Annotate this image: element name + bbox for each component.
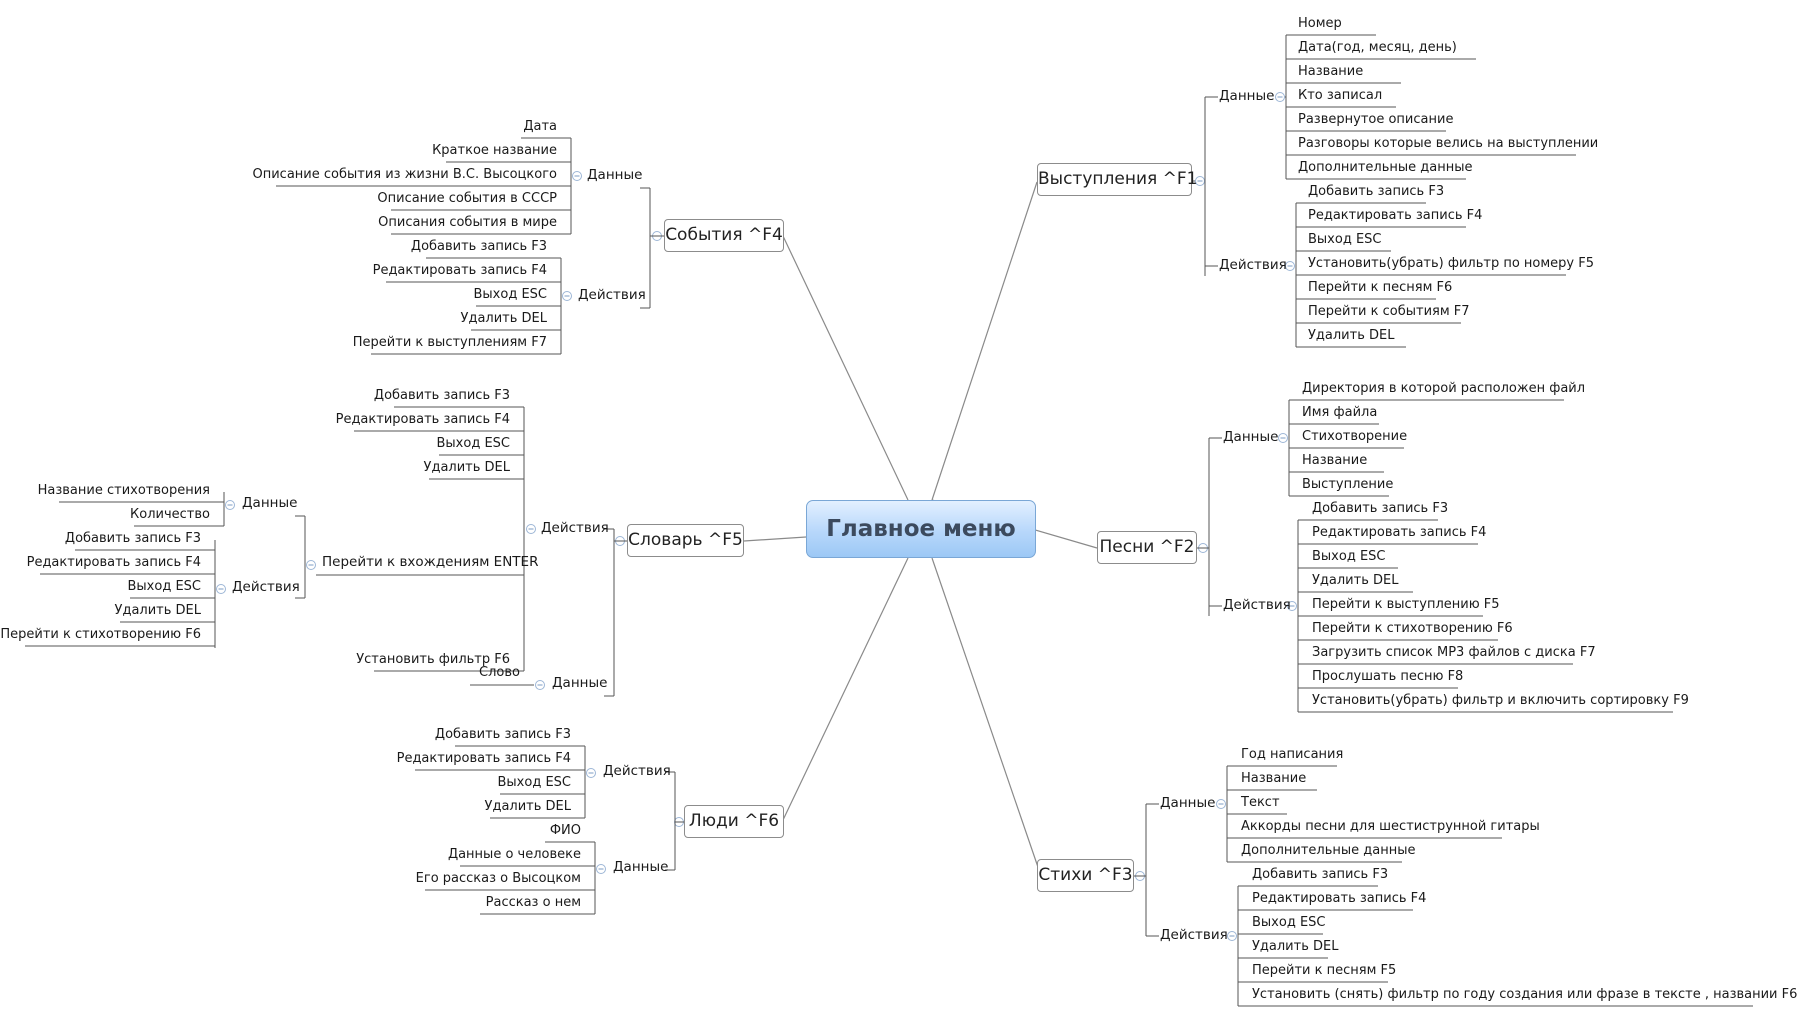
vystupleniya-dannye-item[interactable]: Развернутое описание bbox=[1298, 112, 1454, 127]
stihi-deystviya-item[interactable]: Удалить DEL bbox=[1252, 939, 1339, 954]
sobytiya-deystviya-item[interactable]: Добавить запись F3 bbox=[410, 239, 547, 254]
pesni-dannye-item[interactable]: Директория в которой расположен файл bbox=[1302, 381, 1586, 396]
lyudi-deystviya-item[interactable]: Редактировать запись F4 bbox=[396, 751, 571, 766]
vystupleniya-deystviya-item[interactable]: Добавить запись F3 bbox=[1308, 184, 1445, 199]
lyudi-dannye-item[interactable]: Данные о человеке bbox=[447, 847, 581, 862]
group-slovar-dannye[interactable]: Данные bbox=[552, 675, 608, 691]
slovar-sub-dannye-item[interactable]: Количество bbox=[130, 507, 210, 522]
slovar-deystviya-item[interactable]: Удалить DEL bbox=[423, 460, 510, 475]
slovar-sub-deystviya-item[interactable]: Перейти к стихотворению F6 bbox=[0, 627, 201, 642]
lyudi-dannye-item[interactable]: Его рассказ о Высоцком bbox=[415, 871, 581, 886]
slovar-deystviya-item[interactable]: Редактировать запись F4 bbox=[335, 412, 510, 427]
pesni-dannye-item[interactable]: Стихотворение bbox=[1302, 429, 1408, 444]
sobytiya-dannye-item[interactable]: Описание события в СССР bbox=[377, 191, 557, 206]
topic-sobytiya[interactable]: События ^F4 bbox=[664, 219, 784, 252]
topic-pesni[interactable]: Песни ^F2 bbox=[1097, 531, 1197, 564]
sobytiya-dannye-item[interactable]: Описания события в мире bbox=[378, 215, 557, 230]
stihi-dannye-item[interactable]: Дополнительные данные bbox=[1241, 843, 1416, 858]
group-vystupleniya-dannye[interactable]: Данные bbox=[1219, 88, 1275, 104]
vystupleniya-deystviya-item[interactable]: Перейти к песням F6 bbox=[1308, 280, 1453, 295]
sobytiya-deystviya-item[interactable]: Редактировать запись F4 bbox=[372, 263, 547, 278]
group-lyudi-dannye[interactable]: Данные bbox=[613, 859, 669, 875]
pesni-deystviya-item[interactable]: Прослушать песню F8 bbox=[1312, 669, 1464, 684]
vystupleniya-deystviya-item[interactable]: Удалить DEL bbox=[1308, 328, 1395, 343]
group-sobytiya-dannye[interactable]: Данные bbox=[587, 167, 643, 183]
slovar-sub-deystviya-item[interactable]: Редактировать запись F4 bbox=[26, 555, 201, 570]
pesni-deystviya-item[interactable]: Перейти к выступлению F5 bbox=[1312, 597, 1500, 612]
pesni-deystviya-item[interactable]: Редактировать запись F4 bbox=[1312, 525, 1487, 540]
group-stihi-deystviya[interactable]: Действия bbox=[1160, 927, 1228, 943]
sobytiya-deystviya-item[interactable]: Удалить DEL bbox=[460, 311, 547, 326]
stihi-deystviya-item[interactable]: Редактировать запись F4 bbox=[1252, 891, 1427, 906]
slovar-sub-deystviya-item[interactable]: Добавить запись F3 bbox=[64, 531, 201, 546]
slovar-deystviya-item[interactable]: Добавить запись F3 bbox=[373, 388, 510, 403]
group-pesni-deystviya[interactable]: Действия bbox=[1223, 597, 1291, 613]
stihi-deystviya-item[interactable]: Выход ESC bbox=[1252, 915, 1326, 930]
vystupleniya-dannye-item[interactable]: Дата(год, месяц, день) bbox=[1298, 40, 1457, 55]
vystupleniya-deystviya-item[interactable]: Установить(убрать) фильтр по номеру F5 bbox=[1308, 256, 1595, 271]
group-pesni-dannye[interactable]: Данные bbox=[1223, 429, 1279, 445]
topic-lyudi[interactable]: Люди ^F6 bbox=[684, 805, 784, 838]
pesni-deystviya-item[interactable]: Выход ESC bbox=[1312, 549, 1386, 564]
group-vystupleniya-deystviya[interactable]: Действия bbox=[1219, 257, 1287, 273]
sobytiya-deystviya-item[interactable]: Перейти к выступлениям F7 bbox=[352, 335, 547, 350]
vystupleniya-deystviya-item[interactable]: Перейти к событиям F7 bbox=[1308, 304, 1470, 319]
stihi-dannye-item[interactable]: Год написания bbox=[1241, 747, 1344, 762]
lyudi-dannye-item[interactable]: Рассказ о нем bbox=[485, 895, 581, 910]
topic-slovar[interactable]: Словарь ^F5 bbox=[627, 524, 744, 557]
vystupleniya-deystviya-item[interactable]: Выход ESC bbox=[1308, 232, 1382, 247]
group-stihi-dannye[interactable]: Данные bbox=[1160, 795, 1216, 811]
pesni-deystviya-item[interactable]: Загрузить список MP3 файлов с диска F7 bbox=[1312, 645, 1596, 660]
vystupleniya-dannye-item[interactable]: Название bbox=[1298, 64, 1364, 79]
group-lyudi-deystviya[interactable]: Действия bbox=[603, 763, 671, 779]
central-topic[interactable]: Главное меню bbox=[806, 500, 1036, 558]
slovar-deystviya-item[interactable]: Установить фильтр F6 bbox=[356, 652, 510, 667]
slovar-sub-dannye-item[interactable]: Название стихотворения bbox=[37, 483, 210, 498]
lyudi-deystviya-item[interactable]: Удалить DEL bbox=[484, 799, 571, 814]
slovar-dannye-item[interactable]: Слово bbox=[479, 665, 520, 680]
group-slovar-sub-dannye[interactable]: Данные bbox=[242, 495, 298, 511]
stihi-dannye-item[interactable]: Аккорды песни для шестиструнной гитары bbox=[1241, 819, 1540, 834]
group-slovar-perejti[interactable]: Перейти к вхождениям ENTER bbox=[322, 554, 539, 570]
stihi-deystviya-item[interactable]: Добавить запись F3 bbox=[1252, 867, 1389, 882]
sobytiya-dannye-item[interactable]: Дата bbox=[523, 119, 557, 134]
topic-vystupleniya[interactable]: Выступления ^F1 bbox=[1037, 163, 1197, 196]
stihi-dannye-item[interactable]: Текст bbox=[1241, 795, 1280, 810]
stihi-deystviya-item[interactable]: Перейти к песням F5 bbox=[1252, 963, 1397, 978]
vystupleniya-deystviya-item[interactable]: Редактировать запись F4 bbox=[1308, 208, 1483, 223]
vystupleniya-dannye-item[interactable]: Кто записал bbox=[1298, 88, 1383, 103]
pesni-deystviya-item[interactable]: Удалить DEL bbox=[1312, 573, 1399, 588]
vystupleniya-dannye-item[interactable]: Номер bbox=[1298, 16, 1342, 31]
vystupleniya-dannye-item[interactable]: Дополнительные данные bbox=[1298, 160, 1473, 175]
group-sobytiya-deystviya[interactable]: Действия bbox=[578, 287, 646, 303]
slovar-sub-deystviya-item[interactable]: Выход ESC bbox=[127, 579, 202, 594]
pesni-deystviya-item[interactable]: Установить(убрать) фильтр и включить сор… bbox=[1312, 693, 1689, 708]
sobytiya-dannye-item[interactable]: Описание события из жизни В.С. Высоцкого bbox=[252, 167, 558, 182]
pesni-dannye-item[interactable]: Выступление bbox=[1302, 477, 1394, 492]
slovar-deystviya-item[interactable]: Выход ESC bbox=[436, 436, 511, 451]
sobytiya-deystviya-item[interactable]: Выход ESC bbox=[473, 287, 548, 302]
stihi-dannye-item[interactable]: Название bbox=[1241, 771, 1307, 786]
sobytiya-dannye-item[interactable]: Краткое название bbox=[432, 143, 557, 158]
lyudi-dannye-item[interactable]: ФИО bbox=[549, 823, 581, 838]
stihi-deystviya-item[interactable]: Установить (снять) фильтр по году создан… bbox=[1252, 987, 1797, 1002]
group-slovar-sub-deystviya[interactable]: Действия bbox=[232, 579, 300, 595]
lyudi-deystviya-item[interactable]: Выход ESC bbox=[497, 775, 572, 790]
pesni-dannye-item[interactable]: Имя файла bbox=[1302, 405, 1378, 420]
slovar-sub-deystviya-item[interactable]: Удалить DEL bbox=[114, 603, 201, 618]
pesni-deystviya-item[interactable]: Добавить запись F3 bbox=[1312, 501, 1449, 516]
pesni-deystviya-item[interactable]: Перейти к стихотворению F6 bbox=[1312, 621, 1513, 636]
vystupleniya-dannye-item[interactable]: Разговоры которые велись на выступлении bbox=[1298, 136, 1599, 151]
group-slovar-deystviya[interactable]: Действия bbox=[541, 520, 609, 536]
topic-stihi[interactable]: Стихи ^F3 bbox=[1037, 859, 1134, 892]
pesni-dannye-item[interactable]: Название bbox=[1302, 453, 1368, 468]
lyudi-deystviya-item[interactable]: Добавить запись F3 bbox=[434, 727, 571, 742]
